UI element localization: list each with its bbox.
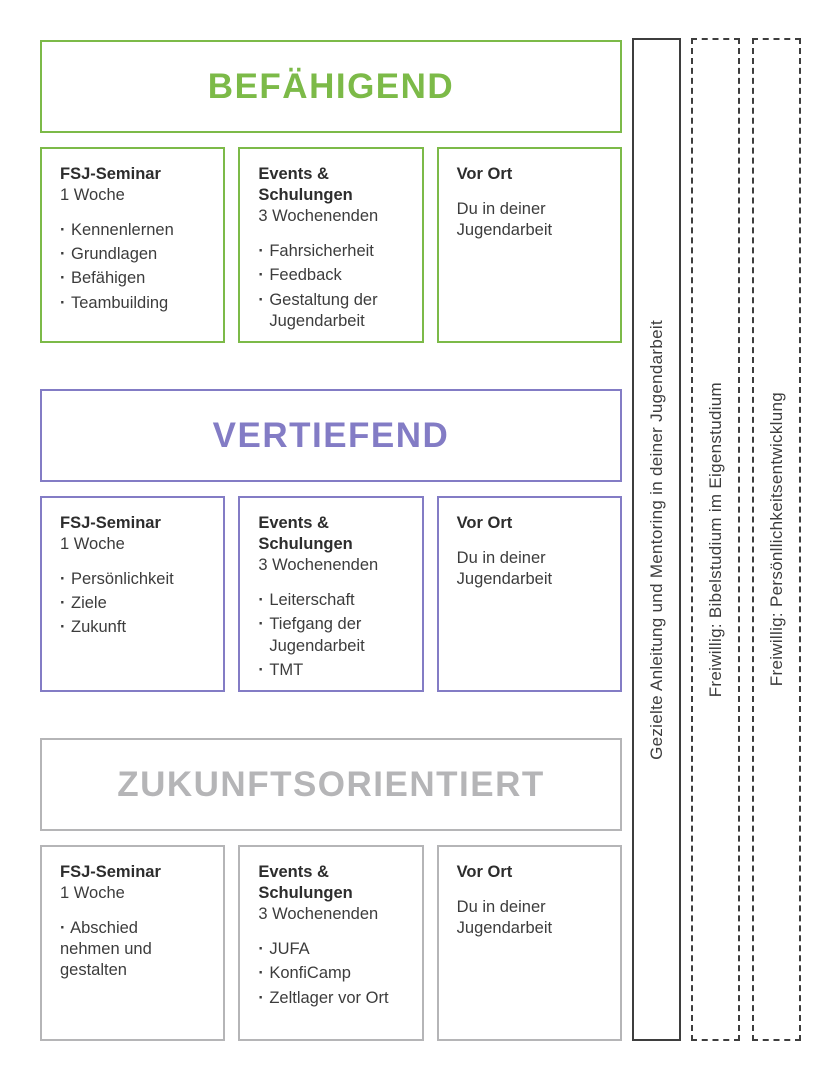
box-item: Ziele xyxy=(60,593,211,614)
box-title: Vor Ort xyxy=(456,514,513,532)
fsj-seminar-box-vertiefend: FSJ-Seminar 1 WochePersönlichkeitZieleZuk… xyxy=(40,496,226,692)
box-item: KonfiCamp xyxy=(258,963,409,984)
vor-ort-box-zukunftsorientiert: Vor Ort Du in deiner Jugendarbeit xyxy=(436,845,622,1041)
box-body-text: Du in deiner Jugendarbeit xyxy=(456,549,553,589)
section-header-vertiefend: VERTIEFEND xyxy=(40,389,622,482)
box-title: FSJ-Seminar xyxy=(60,514,161,532)
section-befaehigend: BEFÄHIGEND FSJ-Seminar 1 WocheKennenlernen… xyxy=(40,40,622,343)
events-schulungen-box-zukunftsorientiert: Events & Schulungen 3 WochenendenJUFA Konf… xyxy=(238,845,424,1041)
box-subtitle: 3 Wochenenden xyxy=(258,207,379,226)
events-schulungen-box-vertiefend: Events & Schulungen 3 WochenendenLeitersc… xyxy=(238,496,424,692)
box-item: Zeltlager vor Ort xyxy=(258,988,409,1009)
box-item: Grundlagen xyxy=(60,244,211,265)
box-row-zukunftsorientiert: FSJ-Seminar 1 WocheAbschied nehmen und ge… xyxy=(40,845,622,1041)
box-item-list: Abschied nehmen und gestalten xyxy=(60,918,211,981)
box-title: Vor Ort xyxy=(456,863,513,881)
box-item-list: JUFA KonfiCampZeltlager vor Ort xyxy=(258,939,409,1008)
box-subtitle: 1 Woche xyxy=(60,884,125,903)
box-item-list: KennenlernenGrundlagenBefähigenTeambuild… xyxy=(60,220,211,314)
box-item: Persönlichkeit xyxy=(60,569,211,590)
section-vertiefend: VERTIEFEND FSJ-Seminar 1 WochePersönlichke… xyxy=(40,389,622,692)
box-item: JUFA xyxy=(258,939,409,960)
box-title: Vor Ort xyxy=(456,165,513,183)
box-title: FSJ-Seminar xyxy=(60,165,161,183)
box-item-list: FahrsicherheitFeedbackGestaltung der Jug… xyxy=(258,241,409,331)
box-title: Events & Schulungen xyxy=(258,514,353,554)
box-item: Kennenlernen xyxy=(60,220,211,241)
box-subtitle: 3 Wochenenden xyxy=(258,556,379,575)
box-item: TMT xyxy=(258,660,409,681)
sidebar-bar-label: Gezielte Anleitung und Mentoring in dein… xyxy=(646,319,666,760)
box-item: Teambuilding xyxy=(60,293,211,314)
box-item: Leiterschaft xyxy=(258,590,409,611)
box-row-befaehigend: FSJ-Seminar 1 WocheKennenlernenGrundlagen… xyxy=(40,147,622,343)
sidebar-bar-label: Freiwillig: Persönllichkeitsentwicklung xyxy=(766,392,786,687)
box-item: Abschied nehmen und gestalten xyxy=(60,918,211,981)
box-item: Feedback xyxy=(258,265,409,286)
box-title: Events & Schulungen xyxy=(258,165,353,205)
box-row-vertiefend: FSJ-Seminar 1 WochePersönlichkeitZieleZuk… xyxy=(40,496,622,692)
box-item-list: LeiterschaftTiefgang der JugendarbeitTMT xyxy=(258,590,409,681)
fsj-seminar-box-zukunftsorientiert: FSJ-Seminar 1 WocheAbschied nehmen und ge… xyxy=(40,845,226,1041)
box-body-text: Du in deiner Jugendarbeit xyxy=(456,200,553,240)
section-header-zukunftsorientiert: ZUKUNFTSORIENTIERT xyxy=(40,738,622,831)
section-title: BEFÄHIGEND xyxy=(207,66,455,106)
box-item: Zukunft xyxy=(60,617,211,638)
vor-ort-box-befaehigend: Vor Ort Du in deiner Jugendarbeit xyxy=(436,147,622,343)
section-title: VERTIEFEND xyxy=(212,415,450,455)
box-item-list: PersönlichkeitZieleZukunft xyxy=(60,569,211,638)
sidebar-bar-bibelstudium: Freiwillig: Bibelstudium im Eigenstudium xyxy=(691,38,740,1041)
box-item: Fahrsicherheit xyxy=(258,241,409,262)
box-title: FSJ-Seminar xyxy=(60,863,161,881)
section-header-befaehigend: BEFÄHIGEND xyxy=(40,40,622,133)
section-title: ZUKUNFTSORIENTIERT xyxy=(117,764,545,804)
sidebar-bar-label: Freiwillig: Bibelstudium im Eigenstudium xyxy=(705,381,725,698)
box-subtitle: 3 Wochenenden xyxy=(258,905,379,924)
events-schulungen-box-befaehigend: Events & Schulungen 3 WochenendenFahrsich… xyxy=(238,147,424,343)
box-subtitle: 1 Woche xyxy=(60,186,125,205)
fsj-seminar-box-befaehigend: FSJ-Seminar 1 WocheKennenlernenGrundlagen… xyxy=(40,147,226,343)
sidebar-bar-persoenlichkeitsentwicklung: Freiwillig: Persönllichkeitsentwicklung xyxy=(752,38,801,1041)
box-item: Tiefgang der Jugendarbeit xyxy=(258,614,409,656)
vor-ort-box-vertiefend: Vor Ort Du in deiner Jugendarbeit xyxy=(436,496,622,692)
box-item: Gestaltung der Jugendarbeit xyxy=(258,290,409,332)
box-subtitle: 1 Woche xyxy=(60,535,125,554)
box-title: Events & Schulungen xyxy=(258,863,353,903)
box-item: Befähigen xyxy=(60,268,211,289)
sidebar-bar-mentoring: Gezielte Anleitung und Mentoring in dein… xyxy=(632,38,681,1041)
section-zukunftsorientiert: ZUKUNFTSORIENTIERT FSJ-Seminar 1 WocheAbsc… xyxy=(40,738,622,1041)
box-body-text: Du in deiner Jugendarbeit xyxy=(456,898,553,938)
